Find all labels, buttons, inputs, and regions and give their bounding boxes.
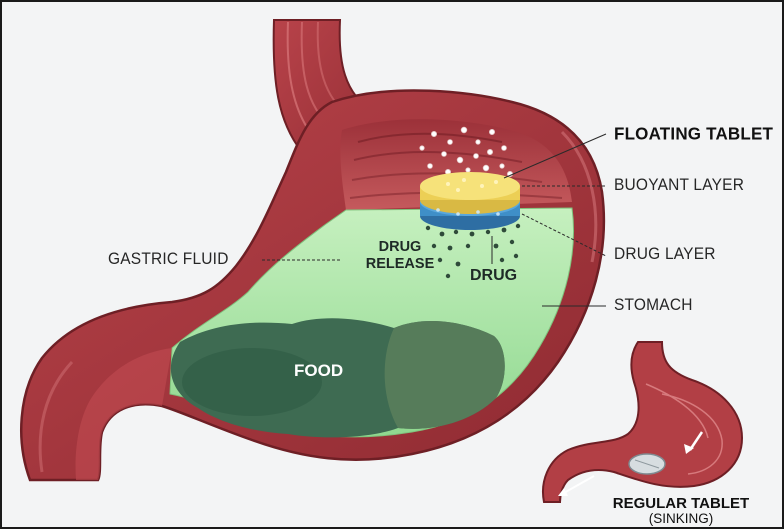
label-drug-release-line1: DRUG bbox=[364, 240, 436, 255]
label-regular-tablet: REGULAR TABLET (SINKING) bbox=[600, 496, 762, 526]
label-drug: DRUG bbox=[470, 268, 517, 284]
regular-stomach bbox=[543, 342, 742, 502]
label-regular-tablet-title: REGULAR TABLET bbox=[600, 496, 762, 511]
label-stomach: STOMACH bbox=[614, 298, 693, 314]
label-drug-release: DRUG RELEASE bbox=[364, 240, 436, 271]
label-food: FOOD bbox=[294, 362, 343, 379]
label-gastric-fluid: GASTRIC FLUID bbox=[108, 252, 229, 268]
label-drug-layer: DRUG LAYER bbox=[614, 247, 716, 263]
label-drug-release-line2: RELEASE bbox=[364, 257, 436, 272]
floating-tablet bbox=[420, 172, 520, 230]
label-floating-tablet: FLOATING TABLET bbox=[614, 125, 773, 143]
label-buoyant-layer: BUOYANT LAYER bbox=[614, 178, 744, 194]
label-regular-tablet-sub: (SINKING) bbox=[600, 512, 762, 526]
